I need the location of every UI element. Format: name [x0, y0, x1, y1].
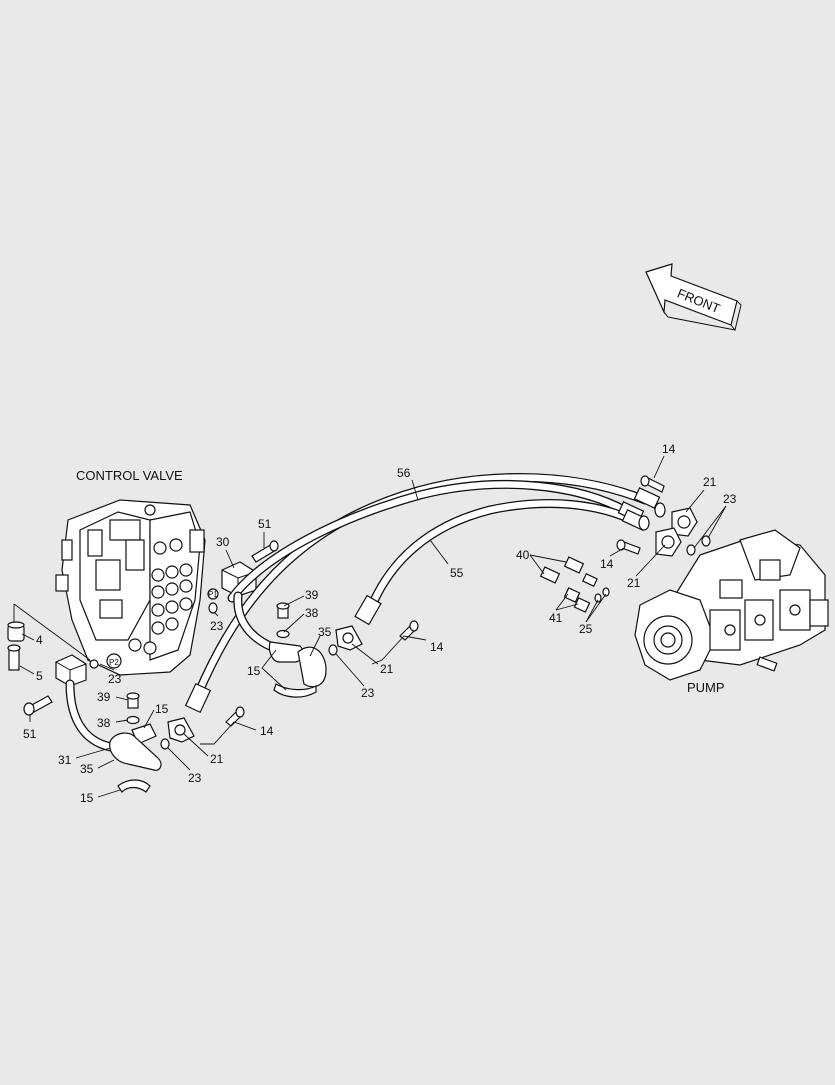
callout-51: 51: [23, 727, 37, 741]
callout-labels: 56 55 14 21 23 14 21 40 41 25 51 30 23 3…: [23, 442, 737, 805]
callout-30: 30: [216, 535, 230, 549]
control-valve-assembly: P2: [55, 499, 206, 676]
callout-38: 38: [305, 606, 319, 620]
part-41-fittings: [563, 587, 591, 613]
hose-middle: [227, 480, 633, 603]
callout-51: 51: [258, 517, 272, 531]
part-21-flange-pump-lower: [655, 527, 682, 557]
callout-21: 21: [210, 752, 224, 766]
callout-15: 15: [80, 791, 94, 805]
control-valve-title: CONTROL VALVE: [76, 468, 183, 483]
part-14-bolt-pump-side: [616, 539, 641, 555]
o-ring-23-left: [160, 738, 170, 750]
hose-55: [365, 499, 637, 615]
callout-35: 35: [80, 762, 94, 776]
o-ring-23-upper: [208, 602, 218, 614]
part-21-flange-pump-upper: [671, 507, 698, 537]
callout-31: 31: [58, 753, 72, 767]
part-51-bolt-upper: [251, 540, 279, 563]
callout-14: 14: [260, 724, 274, 738]
callout-23: 23: [210, 619, 224, 633]
hose-56: [193, 473, 650, 699]
callout-14: 14: [600, 557, 614, 571]
callout-15: 15: [155, 702, 169, 716]
valve-spool-ends: [128, 504, 193, 655]
part-25-o-ring-b: [602, 587, 610, 597]
part-21-flange-left: [167, 717, 195, 743]
callout-41: 41: [549, 611, 563, 625]
callout-55: 55: [450, 566, 464, 580]
callout-21: 21: [703, 475, 717, 489]
part-38-washer-mid: [276, 629, 290, 639]
part-5-bolt: [7, 644, 21, 671]
callout-14: 14: [662, 442, 676, 456]
o-ring-23-pump-a: [686, 544, 696, 556]
front-arrow: FRONT: [645, 263, 742, 332]
port-p1-label: P1: [208, 590, 218, 599]
callout-23: 23: [723, 492, 737, 506]
callout-21: 21: [380, 662, 394, 676]
callout-25: 25: [579, 622, 593, 636]
part-25-o-ring-a: [594, 593, 602, 603]
part-51-bolt-lower: [23, 695, 53, 716]
port-p2-label: P2: [109, 658, 119, 667]
callout-40: 40: [516, 548, 530, 562]
callout-39: 39: [97, 690, 111, 704]
o-ring-23-lower: [89, 659, 99, 669]
clamp-assembly-mid: [268, 602, 327, 698]
callout-14: 14: [430, 640, 444, 654]
callout-4: 4: [36, 633, 43, 647]
callout-39: 39: [305, 588, 319, 602]
callout-23: 23: [361, 686, 375, 700]
part-40-fittings: [539, 556, 598, 587]
o-ring-23-mid: [328, 644, 338, 656]
pump-title: PUMP: [687, 680, 725, 695]
part-30-flange: P1: [207, 561, 257, 600]
part-14-bolt-left: [225, 706, 245, 727]
part-35-cushion-mid: [297, 646, 327, 688]
part-4-spacer: [7, 621, 25, 642]
part-14-bolt-pump-top: [640, 475, 665, 493]
pump-assembly: [634, 529, 829, 681]
callout-23: 23: [108, 672, 122, 686]
part-15-clamp-mid-bottom: [273, 683, 317, 698]
callout-23: 23: [188, 771, 202, 785]
part-38-washer-left: [126, 715, 140, 725]
pipe-31: [65, 679, 123, 753]
part-35-cushion-left: [109, 732, 162, 771]
callout-15: 15: [247, 664, 261, 678]
leader-lines: [19, 455, 727, 798]
callout-21: 21: [627, 576, 641, 590]
part-21-flange-mid: [335, 625, 363, 651]
clamp-assembly-left: [109, 692, 162, 793]
callout-38: 38: [97, 716, 111, 730]
callout-5: 5: [36, 669, 43, 683]
part-31-flange: [55, 654, 87, 687]
callout-56: 56: [397, 466, 411, 480]
callout-35: 35: [318, 625, 332, 639]
o-ring-23-pump-b: [701, 535, 711, 547]
part-15-clamp-left-bottom: [117, 779, 151, 793]
hose-end-fittings: [184, 487, 666, 714]
